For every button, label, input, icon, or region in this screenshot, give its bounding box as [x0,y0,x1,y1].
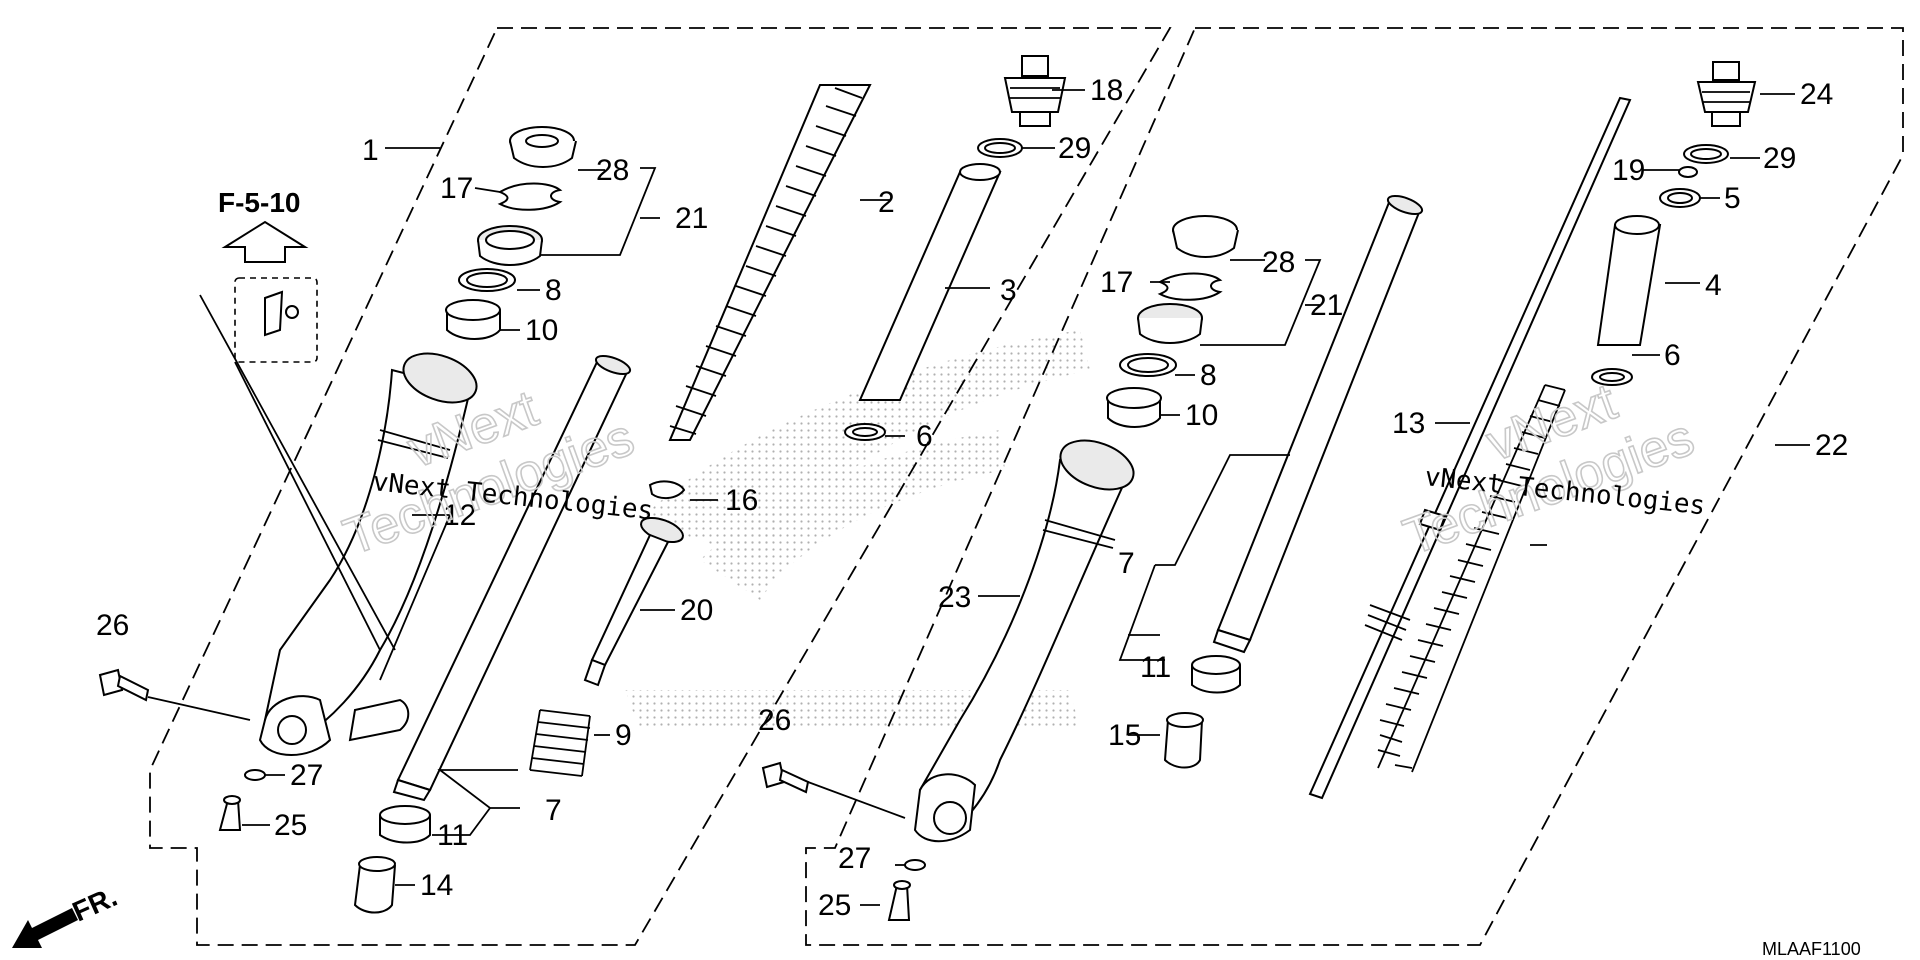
fork-spring-part [668,84,872,441]
callout-29-right: 29 [1763,142,1796,175]
callout-29: 29 [1058,132,1091,165]
fork-outer-tube-part-right [913,439,1135,843]
callout-7-right: 7 [1118,547,1135,580]
callout-17: 17 [440,172,473,205]
callout-27-right: 27 [838,842,871,875]
spring-seat-part-right [1591,368,1633,386]
callout-14: 14 [420,869,453,902]
oil-seal-part-right [1137,303,1203,344]
collar-part [1659,188,1701,208]
callout-10-right: 10 [1185,399,1218,432]
piston-ring-part [648,480,686,500]
oil-lock-piece-part-right [1163,712,1204,769]
callout-23: 23 [938,581,971,614]
slide-bushing-part-right [1106,387,1162,428]
callout-10: 10 [525,314,558,347]
callout-24: 24 [1800,78,1833,111]
callout-8-right: 8 [1200,359,1217,392]
callout-17-right: 17 [1100,266,1133,299]
callout-labels: 1 2 3 4 5 6 6 7 7 8 8 9 10 10 11 11 12 1… [96,74,1848,922]
o-ring-part-right [1683,144,1729,164]
dust-cap-part [509,126,577,168]
callout-3: 3 [1000,274,1017,307]
dust-cap-part-right [1172,215,1239,258]
callout-8: 8 [545,274,562,307]
fork-bolt-part [1003,55,1067,127]
callout-6-right: 6 [1664,339,1681,372]
callout-25-right: 25 [818,889,851,922]
fork-piston-part [583,516,684,687]
axle-clamp-bolt-part-right [761,761,810,794]
flange-bolt-part [218,795,242,831]
callout-26-right: 26 [758,704,791,737]
fork-spring-part-right [1377,384,1566,773]
rebound-spring-part [529,709,591,777]
washer-part [244,769,266,781]
flange-bolt-part-right [887,880,911,921]
diagram-code-label: MLAAF1100 [1762,939,1861,959]
callout-4: 4 [1705,269,1722,302]
o-ring-part [977,138,1023,158]
slide-bushing-part [445,299,501,340]
damper-rod-part [1308,96,1632,800]
spacer-tube-part [858,163,1002,401]
spacer-part [1596,215,1662,346]
guide-bushing-part [379,805,431,844]
reference-arrow-up-icon [221,220,309,263]
left-fork-assembly-boundary [149,27,1172,946]
callout-5: 5 [1724,182,1741,215]
callout-21: 21 [675,202,708,235]
callout-27: 27 [290,759,323,792]
axle-clamp-bolt-part [98,668,150,702]
callout-7: 7 [545,794,562,827]
fork-outer-tube-part [258,352,478,756]
lock-nut-part [1678,166,1698,178]
fork-bolt-part-right [1696,61,1757,127]
callout-19: 19 [1612,154,1645,187]
fork-inner-tube-part-right [1212,194,1424,654]
reference-inset-box [199,277,396,651]
stopper-ring-part-right [1157,272,1223,301]
callout-6: 6 [916,420,933,453]
callout-2: 2 [878,186,895,219]
callout-28: 28 [596,154,629,187]
stopper-ring-part [497,182,563,211]
callout-11: 11 [437,819,468,852]
right-fork-assembly-boundary [805,27,1904,946]
callout-16: 16 [725,484,758,517]
washer-part-right [904,859,926,871]
callout-21-right: 21 [1310,289,1343,322]
callout-20: 20 [680,594,713,627]
callout-13: 13 [1392,407,1425,440]
guide-bushing-part-right [1191,655,1241,694]
oil-seal-part [477,225,543,266]
watermark-right: vNext Technologies [1396,372,1703,568]
callout-15: 15 [1108,719,1141,752]
front-direction-arrow-icon [12,908,78,948]
fork-inner-tube-part [392,354,632,802]
callout-11-right: 11 [1140,651,1171,684]
back-up-ring-part-right [1119,353,1177,377]
back-up-ring-part [458,268,516,292]
callout-25: 25 [274,809,307,842]
leader-lines [147,89,1810,906]
callout-12: 12 [443,499,476,532]
callout-18: 18 [1090,74,1123,107]
callout-28-right: 28 [1262,246,1295,279]
oil-lock-piece-part [353,856,396,914]
callout-22: 22 [1815,429,1848,462]
callout-26: 26 [96,609,129,642]
reference-section-label: F-5-10 [218,187,300,218]
spring-seat-part [844,423,886,441]
callout-1: 1 [362,134,379,167]
callout-9: 9 [615,719,632,752]
